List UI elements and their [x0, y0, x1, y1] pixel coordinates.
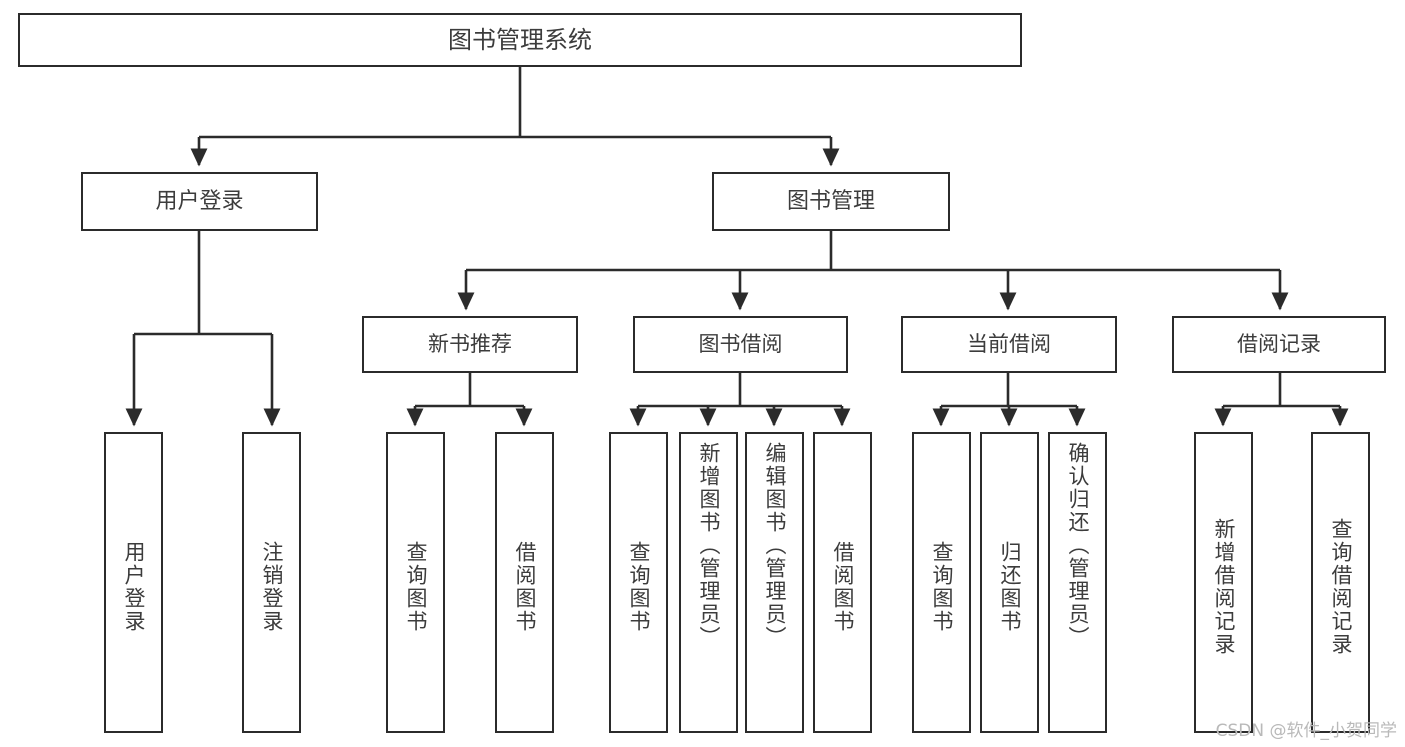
node-book-management-label: 图书管理 [786, 188, 875, 214]
leaf-book-borrow-2-label: 新增图书（管理员） [697, 442, 721, 649]
leaf-new-book-1[interactable]: 查询图书 [386, 432, 445, 733]
leaf-new-book-2-label: 借阅图书 [513, 540, 537, 633]
leaf-current-borrow-1[interactable]: 查询图书 [912, 432, 971, 733]
node-new-book-recommend-label: 新书推荐 [428, 332, 512, 356]
leaf-borrow-record-1-label: 新增借阅记录 [1212, 517, 1236, 656]
node-borrow-record[interactable]: 借阅记录 [1172, 316, 1386, 373]
node-book-borrow[interactable]: 图书借阅 [633, 316, 848, 373]
leaf-book-borrow-1-label: 查询图书 [627, 540, 651, 633]
leaf-book-borrow-3-label: 编辑图书（管理员） [763, 442, 787, 649]
node-new-book-recommend[interactable]: 新书推荐 [362, 316, 578, 373]
leaf-borrow-record-2[interactable]: 查询借阅记录 [1311, 432, 1370, 733]
leaf-current-borrow-2-label: 归还图书 [998, 540, 1022, 633]
leaf-user-login-2[interactable]: 注销登录 [242, 432, 301, 733]
leaf-book-borrow-1[interactable]: 查询图书 [609, 432, 668, 733]
node-borrow-record-label: 借阅记录 [1237, 332, 1321, 356]
node-root-label: 图书管理系统 [448, 26, 592, 54]
node-user-login[interactable]: 用户登录 [81, 172, 318, 231]
leaf-current-borrow-2[interactable]: 归还图书 [980, 432, 1039, 733]
leaf-borrow-record-2-label: 查询借阅记录 [1329, 517, 1353, 656]
leaf-user-login-1[interactable]: 用户登录 [104, 432, 163, 733]
leaf-user-login-1-label: 用户登录 [122, 540, 146, 633]
leaf-book-borrow-3[interactable]: 编辑图书（管理员） [745, 432, 804, 733]
node-current-borrow[interactable]: 当前借阅 [901, 316, 1117, 373]
leaf-new-book-1-label: 查询图书 [404, 540, 428, 633]
leaf-book-borrow-4[interactable]: 借阅图书 [813, 432, 872, 733]
leaf-current-borrow-3-label: 确认归还（管理员） [1066, 442, 1090, 649]
leaf-current-borrow-3[interactable]: 确认归还（管理员） [1048, 432, 1107, 733]
leaf-book-borrow-2[interactable]: 新增图书（管理员） [679, 432, 738, 733]
leaf-current-borrow-1-label: 查询图书 [930, 540, 954, 633]
watermark-text: CSDN @软件_小贺同学 [1215, 721, 1397, 741]
node-book-management[interactable]: 图书管理 [712, 172, 950, 231]
leaf-new-book-2[interactable]: 借阅图书 [495, 432, 554, 733]
node-user-login-label: 用户登录 [155, 188, 244, 214]
leaf-borrow-record-1[interactable]: 新增借阅记录 [1194, 432, 1253, 733]
node-current-borrow-label: 当前借阅 [967, 332, 1051, 356]
node-root[interactable]: 图书管理系统 [18, 13, 1022, 67]
leaf-user-login-2-label: 注销登录 [260, 540, 284, 633]
leaf-book-borrow-4-label: 借阅图书 [831, 540, 855, 633]
node-book-borrow-label: 图书借阅 [698, 332, 783, 356]
